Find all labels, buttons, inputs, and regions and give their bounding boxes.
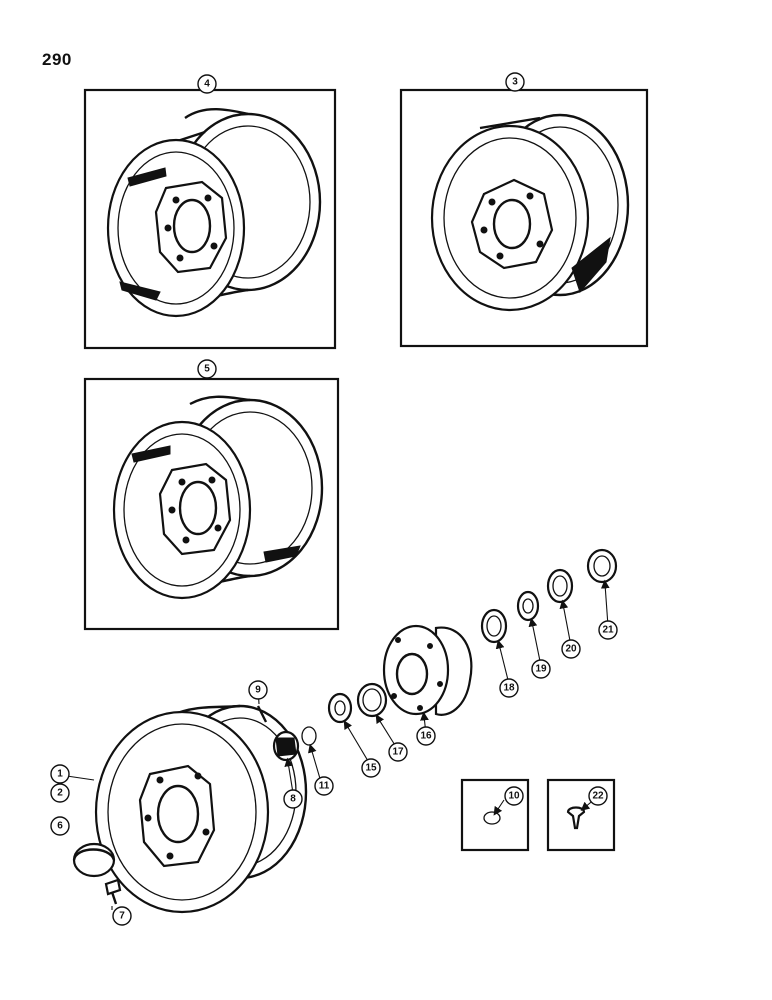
seal-21-part [586,548,618,584]
callout-17-label: 17 [392,747,404,758]
wheel-5-panel: 5 [83,359,340,631]
callout-10-label: 10 [508,791,520,802]
valve-22-box [546,778,616,852]
callout-15: 15 [361,758,381,778]
page-number: 290 [42,50,72,69]
panel-frame [460,778,530,852]
callout-5-label: 5 [204,364,210,375]
panel-frame [546,778,616,852]
callout-20: 20 [561,639,581,659]
wheel-3-panel: 3 [399,72,649,348]
callout-15-label: 15 [365,763,377,774]
callout-18: 18 [499,678,519,698]
callout-21-label: 21 [602,625,614,636]
callout-4 [197,74,217,94]
bearing-cup-17-part [356,682,388,718]
callout-9-label: 9 [255,685,261,696]
callout-17: 17 [388,742,408,762]
bearing-cone-19-part [516,590,540,622]
callout-22-label: 22 [592,791,604,802]
panel-frame [83,377,340,631]
bearing-cup-18-part [480,608,508,644]
callout-18-label: 18 [503,683,515,694]
washer-10-box [460,778,530,852]
callout-4-label: 4 [204,79,210,90]
wheel-5-drawing [112,395,324,600]
hub-part [382,624,473,716]
callout-6-label: 6 [57,821,63,832]
wheel-3-drawing [430,113,630,312]
callout-21: 21 [598,620,618,640]
pin-part [256,705,268,723]
callout-16: 16 [416,726,436,746]
hub-cap-part [72,842,116,878]
callout-1: 1 [50,764,70,784]
callout-2-label: 2 [57,788,63,799]
callout-2: 2 [50,783,70,803]
callout-1-label: 1 [57,769,63,780]
callout-9: 9 [248,680,268,700]
castle-nut-part [272,730,300,762]
callout-7: 7 [112,906,132,926]
callout-16-label: 16 [420,731,432,742]
bolt-7-part [104,878,122,905]
callout-8-label: 8 [290,794,296,805]
washer-part [301,726,317,746]
main-wheel-assembly [94,704,308,914]
callout-6: 6 [50,816,70,836]
callout-3 [505,72,525,92]
callout-11: 11 [314,776,334,796]
seal-20-part [546,568,574,604]
callout-22: 22 [588,786,608,806]
bearing-cone-15-part [327,692,353,724]
wheel-4-panel: 4 [83,74,337,350]
callout-5 [197,359,217,379]
callout-20-label: 20 [565,644,577,655]
callout-11-label: 11 [319,781,330,792]
callout-10: 10 [504,786,524,806]
callout-3-label: 3 [512,77,518,88]
callout-19-label: 19 [535,664,547,675]
panel-frame [399,88,649,348]
callout-7-label: 7 [119,911,125,922]
callout-8: 8 [283,789,303,809]
wheel-4-drawing [106,108,322,318]
callout-19: 19 [531,659,551,679]
